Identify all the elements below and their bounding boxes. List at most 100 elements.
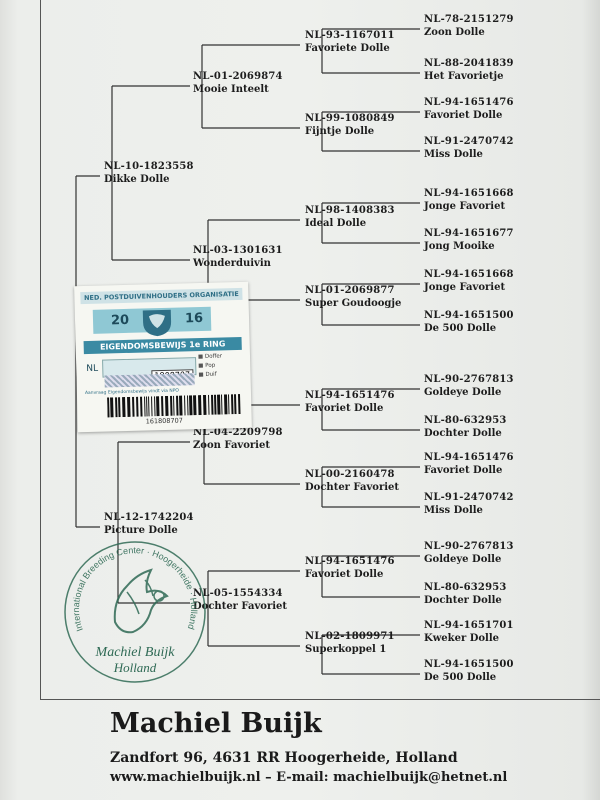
ring-number: NL-94-1651677 <box>424 228 514 239</box>
ring-number: NL-94-1651500 <box>424 659 514 670</box>
pigeon-name: Dochter Dolle <box>424 428 502 439</box>
pigeon-name: Miss Dolle <box>424 505 483 516</box>
barcode-bar <box>127 396 131 417</box>
barcode-bar <box>161 396 164 417</box>
pigeon-name: Wonderduivin <box>193 258 271 269</box>
barcode-bar <box>221 394 223 415</box>
ring-number: NL-03-1301631 <box>193 245 283 256</box>
ring-number: NL-80-632953 <box>424 582 507 593</box>
stamp-country: Holland <box>113 660 157 675</box>
pigeon-icon <box>113 568 169 634</box>
gen4-pigeon: NL-94-1651500 De 500 Dolle <box>424 658 514 684</box>
pigeon-name: Zoon Dolle <box>424 27 485 38</box>
ring-number: NL-90-2767813 <box>424 374 514 385</box>
barcode-bar <box>176 395 179 416</box>
check-label: Duif <box>198 370 222 380</box>
pigeon-name: Favoriet Dolle <box>424 110 503 121</box>
barcode-bar <box>173 395 175 416</box>
ring-number: NL-04-2209798 <box>193 427 283 438</box>
barcode-bar <box>227 394 230 415</box>
barcode-bar <box>151 396 153 417</box>
ring-number: NL-94-1651476 <box>424 452 514 463</box>
page-frame <box>40 0 600 700</box>
stamp-name: Machiel Buijk <box>95 645 176 660</box>
barcode-bar <box>170 395 173 416</box>
ring-number: NL-88-2041839 <box>424 58 514 69</box>
barcode-bar <box>107 397 110 418</box>
barcode-bar <box>115 397 118 418</box>
barcode-bar <box>198 395 202 416</box>
pigeon-name: Fijntje Dolle <box>305 126 375 137</box>
pigeon-name: Mooie Inteelt <box>193 84 269 95</box>
ring-certificate-sticker: NED. POSTDUIVENHOUDERS ORGANISATIE 20 16… <box>74 281 252 433</box>
pigeon-name: Superkoppel 1 <box>305 644 387 655</box>
pigeon-name: Dochter Favoriet <box>193 601 287 612</box>
card-sex-checkboxes: Doffer Pop Duif <box>198 352 223 380</box>
barcode-bar <box>148 396 150 417</box>
barcode-bar <box>193 395 197 416</box>
pigeon-name: Jonge Favoriet <box>424 201 506 212</box>
pigeon-name: Goldeye Dolle <box>424 387 502 398</box>
barcode-icon <box>107 393 241 418</box>
barcode-bar <box>233 394 237 415</box>
ring-number: NL-12-1742204 <box>104 512 194 523</box>
pigeon-name: Dochter Favoriet <box>305 482 399 493</box>
ring-number: NL-94-1651476 <box>305 556 395 567</box>
pigeon-name: De 500 Dolle <box>424 672 497 683</box>
barcode-bar <box>136 396 139 417</box>
barcode-bar <box>230 394 234 415</box>
pigeon-name: Jonge Favoriet <box>424 282 506 293</box>
barcode-bar <box>211 394 214 415</box>
pigeon-name: Kweker Dolle <box>424 633 500 644</box>
card-title: EIGENDOMSBEWIJS 1e RING <box>83 336 242 355</box>
pigeon-name: Picture Dolle <box>104 525 178 536</box>
barcode-bar <box>184 395 186 416</box>
card-year-left: 20 <box>110 312 130 329</box>
barcode-bar <box>179 395 183 416</box>
barcode-bar <box>140 396 143 417</box>
ring-number: NL-94-1651500 <box>424 310 514 321</box>
barcode-bar <box>132 396 135 417</box>
barcode-bar <box>237 393 241 415</box>
pigeon-name: Favoriet Dolle <box>424 465 503 476</box>
ring-number: NL-91-2470742 <box>424 136 514 147</box>
ring-number: NL-02-1809971 <box>305 631 395 642</box>
ring-number: NL-10-1823558 <box>104 161 194 172</box>
barcode-bar <box>156 396 160 417</box>
ring-number: NL-01-2069877 <box>305 285 395 296</box>
ring-number: NL-98-1408383 <box>305 205 395 216</box>
ring-number: NL-91-2470742 <box>424 492 514 503</box>
ring-number: NL-93-1167011 <box>305 30 395 41</box>
barcode-bar <box>203 394 207 415</box>
barcode-bar <box>154 396 156 417</box>
pigeon-name: Favoriet Dolle <box>305 403 384 414</box>
barcode-bar <box>165 395 169 416</box>
breeder-address: Zandfort 96, 4631 RR Hoogerheide, Hollan… <box>110 750 458 766</box>
barcode-bar <box>189 395 193 416</box>
pigeon-name: Super Goudoogje <box>305 298 402 309</box>
barcode-bar <box>224 394 228 415</box>
barcode-bar <box>122 397 126 418</box>
ring-number: NL-99-1080849 <box>305 113 395 124</box>
card-header: NED. POSTDUIVENHOUDERS ORGANISATIE <box>80 287 243 305</box>
